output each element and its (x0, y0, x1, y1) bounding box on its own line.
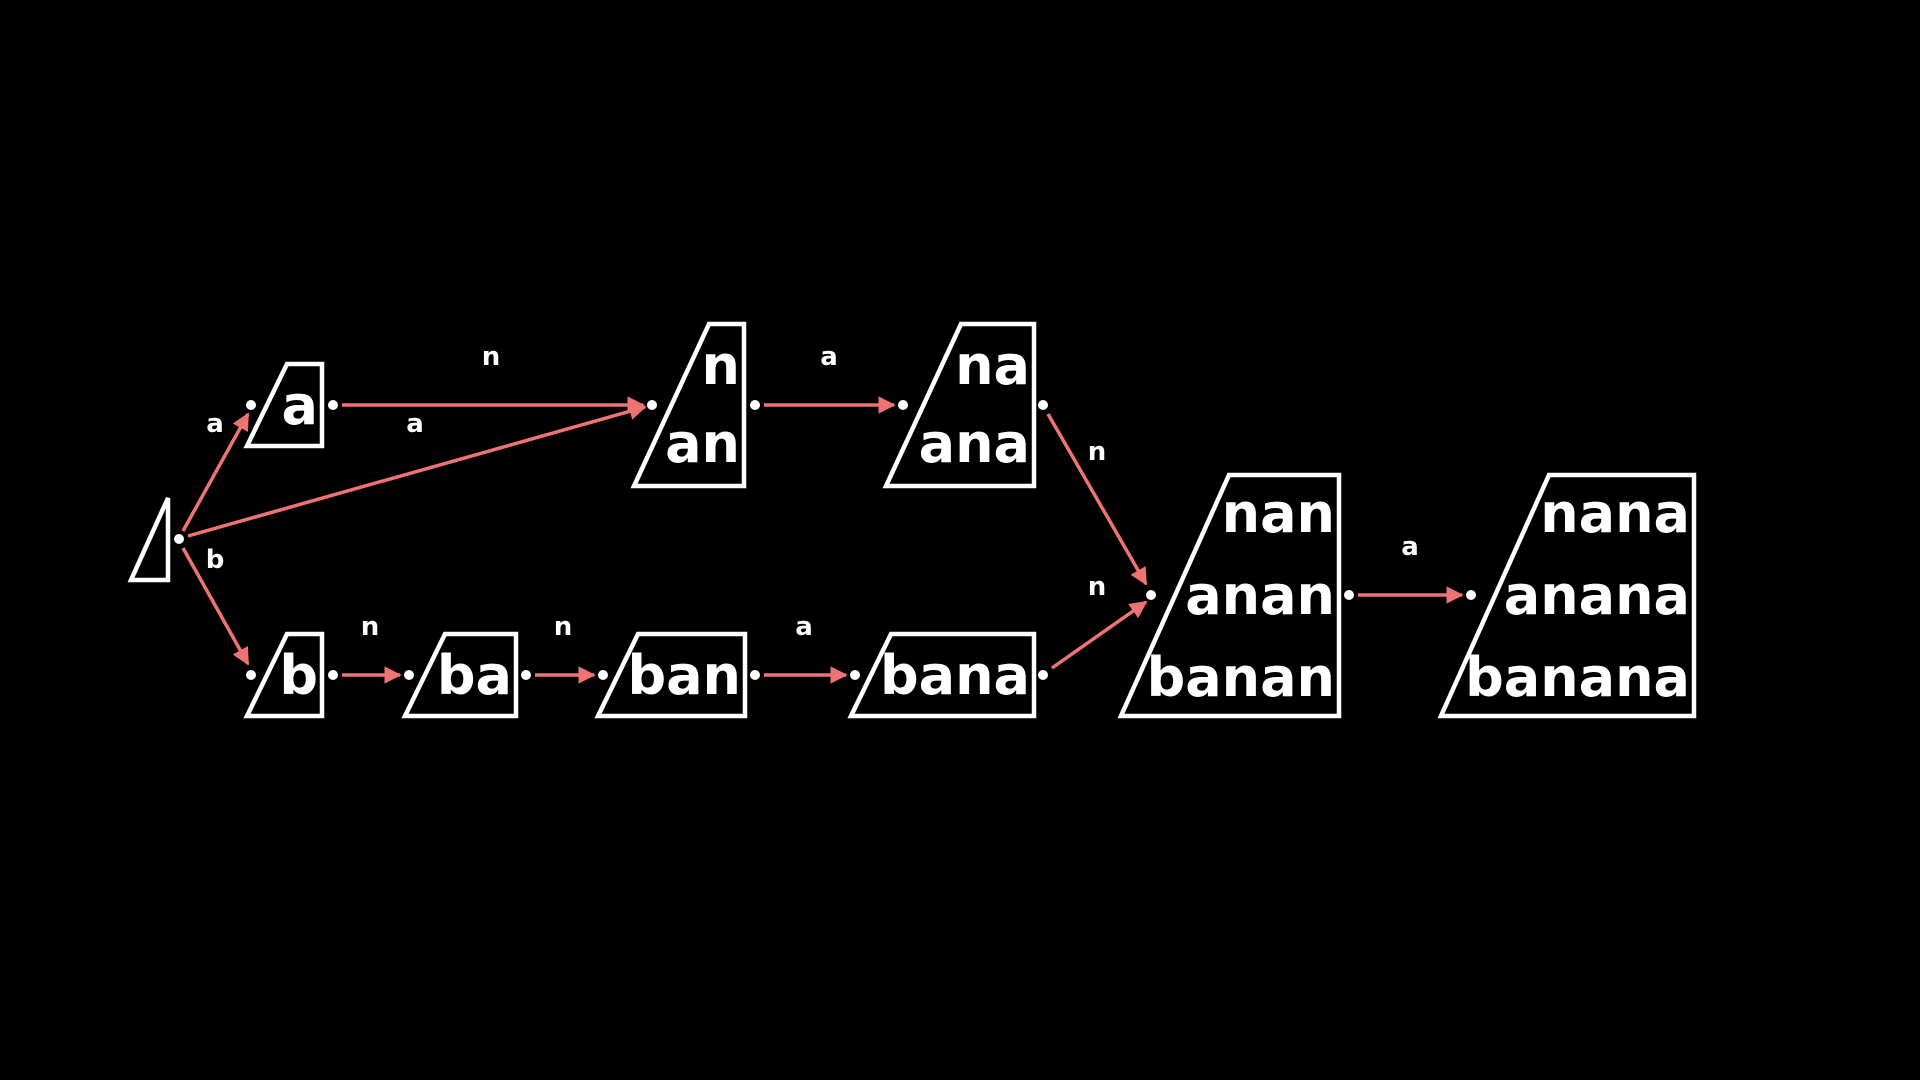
state-box (127, 497, 171, 583)
state-box (1437, 472, 1697, 719)
state-string: ban (627, 644, 741, 707)
transition-label: n (482, 342, 501, 372)
state-start (127, 497, 171, 583)
transition-arrow-start-b (181, 547, 250, 666)
state-string: anan (1185, 564, 1335, 627)
transition-label: b (206, 545, 225, 575)
transition-arrow-start-a (181, 412, 250, 532)
port-dots-layer (174, 400, 1476, 680)
transition-arrow-bana-nan_group (1050, 600, 1148, 670)
state-box (630, 321, 747, 489)
port-dot (404, 670, 414, 680)
port-dot (246, 670, 256, 680)
port-dot (1038, 670, 1048, 680)
port-dot (521, 670, 531, 680)
state-string: n (702, 334, 740, 397)
transition-label: n (554, 612, 573, 642)
port-dot (1466, 590, 1476, 600)
state-string: banan (1147, 646, 1335, 709)
transition-label: a (1401, 532, 1419, 562)
state-string: nan (1222, 482, 1335, 545)
state-box (243, 631, 325, 719)
state-nana-group: nana anana banana (1437, 472, 1697, 719)
state-string: banana (1465, 646, 1690, 709)
transition-arrow-start-n_an (187, 402, 647, 538)
state-string: nana (1540, 482, 1690, 545)
state-string: na (955, 334, 1030, 397)
state-bana: bana (847, 631, 1037, 719)
edges-layer (181, 396, 1464, 684)
transition-label: a (206, 409, 224, 439)
state-a: a (243, 361, 325, 449)
transition-label: a (820, 342, 838, 372)
port-dot (174, 534, 184, 544)
state-box (243, 361, 325, 449)
port-dot (898, 400, 908, 410)
transition-arrow-na_ana-nan_group (1046, 413, 1148, 586)
port-dot (246, 400, 256, 410)
transition-label: a (795, 612, 813, 642)
port-dot (750, 400, 760, 410)
port-dot (647, 400, 657, 410)
port-dot (1038, 400, 1048, 410)
state-string: b (279, 644, 318, 707)
state-box (1117, 472, 1342, 719)
transition-label: n (1088, 572, 1107, 602)
state-box (847, 631, 1037, 719)
port-dot (1344, 590, 1354, 600)
transition-label: a (406, 409, 424, 439)
state-string: an (665, 412, 740, 475)
state-string: a (282, 374, 318, 437)
state-b: b (243, 631, 325, 719)
state-na-ana: na ana (882, 321, 1037, 489)
state-box (594, 631, 748, 719)
state-string: bana (880, 644, 1030, 707)
transition-label: n (1088, 437, 1107, 467)
port-dot (328, 670, 338, 680)
state-string: anana (1504, 564, 1690, 627)
state-string: ba (437, 644, 512, 707)
port-dot (750, 670, 760, 680)
port-dot (1146, 590, 1156, 600)
state-nan-group: nan anan banan (1117, 472, 1342, 719)
port-dot (598, 670, 608, 680)
transition-label: n (361, 612, 380, 642)
state-string: ana (919, 412, 1030, 475)
state-box (882, 321, 1037, 489)
state-ba: ba (401, 631, 519, 719)
port-dot (850, 670, 860, 680)
state-n-an: n an (630, 321, 747, 489)
state-box (401, 631, 519, 719)
state-ban: ban (594, 631, 748, 719)
port-dot (328, 400, 338, 410)
